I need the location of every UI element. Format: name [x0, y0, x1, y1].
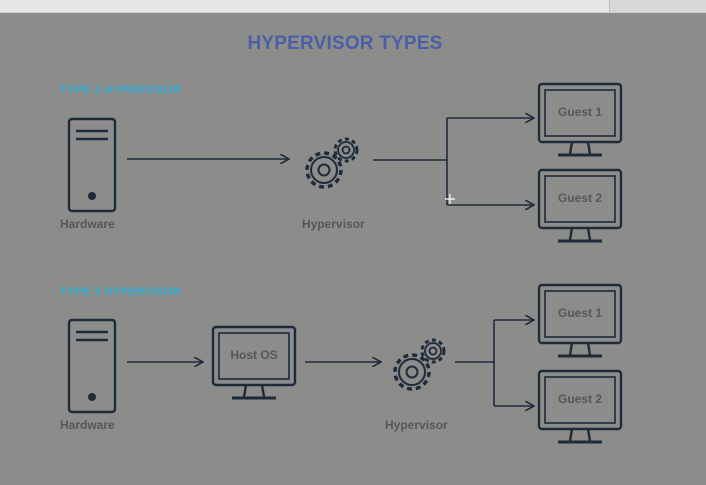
type1-hardware-caption: Hardware — [60, 217, 115, 231]
type2-guest1-monitor-icon — [537, 283, 623, 358]
type1-guest2-label: Guest 2 — [558, 191, 602, 205]
mouse-cursor-icon — [445, 194, 455, 204]
type2-guest2-monitor-icon — [537, 369, 623, 444]
type1-guest1-monitor-icon — [537, 82, 623, 157]
type1-hypervisor-gears-icon — [305, 137, 359, 189]
type2-guest1-label: Guest 1 — [558, 306, 602, 320]
type1-hypervisor-caption: Hypervisor — [302, 217, 365, 231]
page-title: HYPERVISOR TYPES — [247, 33, 443, 54]
host-os-label: Host OS — [230, 348, 277, 362]
browser-tab[interactable] — [609, 0, 706, 12]
type2-hardware-server-icon — [67, 318, 117, 414]
type2-hardware-caption: Hardware — [60, 418, 115, 432]
type2-hypervisor-gears-icon — [393, 338, 446, 391]
type2-host-os-monitor-icon — [211, 325, 297, 400]
type1-hardware-server-icon — [67, 117, 117, 213]
branch-connector — [455, 320, 495, 406]
branch-connector — [373, 118, 448, 205]
type2-label: TYPE 2 HYPERVISOR — [60, 286, 182, 298]
type1-label: TYPE 1 HYPERVISOR — [60, 84, 182, 96]
window-top-bar — [0, 0, 706, 13]
type1-guest2-monitor-icon — [537, 168, 623, 243]
type2-hypervisor-caption: Hypervisor — [385, 418, 448, 432]
type1-guest1-label: Guest 1 — [558, 105, 602, 119]
type2-guest2-label: Guest 2 — [558, 392, 602, 406]
